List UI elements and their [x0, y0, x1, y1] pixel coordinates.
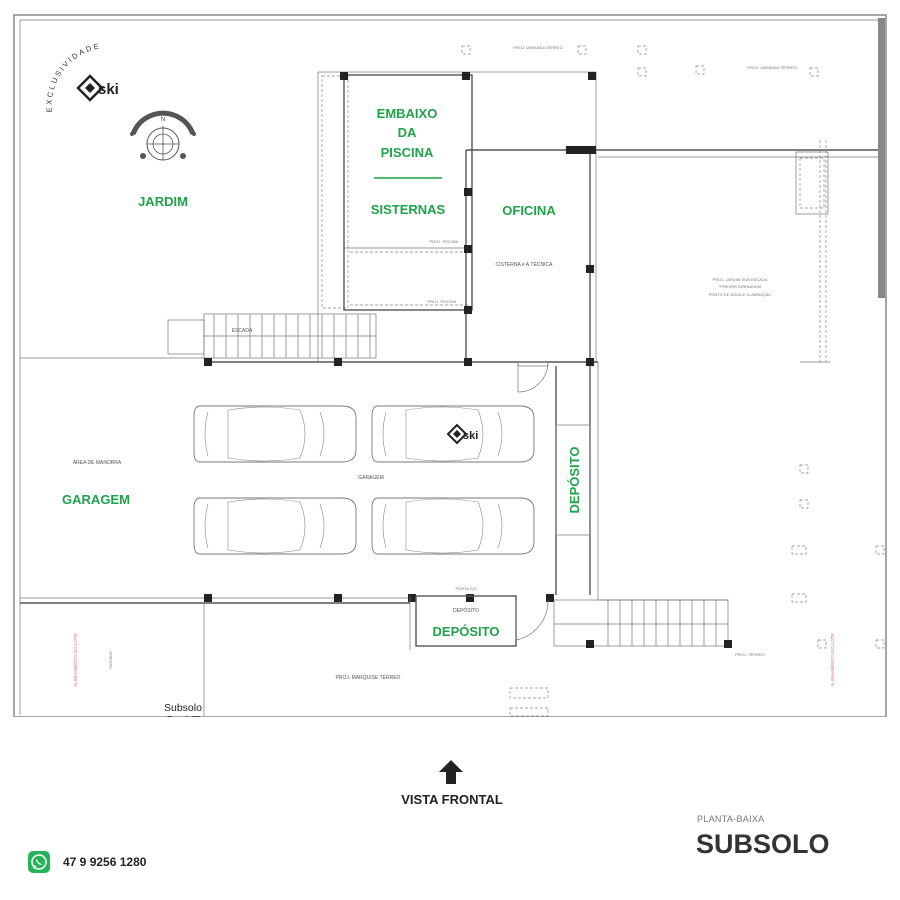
label-deposito-bottom: DEPÓSITO	[433, 624, 500, 639]
phone-number[interactable]: 47 9 9256 1280	[63, 855, 147, 869]
svg-text:ALINHAMENTO DO LOTE: ALINHAMENTO DO LOTE	[73, 633, 78, 686]
svg-text:PROJ. VARANDA TÉRREO: PROJ. VARANDA TÉRREO	[747, 65, 796, 70]
svg-text:PORTA 210: PORTA 210	[456, 586, 478, 591]
ski-logo-icon: ski	[446, 423, 478, 445]
label-deposito-vertical: DEPÓSITO	[567, 447, 582, 514]
upper-stairs: ESCADA	[167, 313, 377, 359]
svg-text:ALINHAMENTO DO LOTE: ALINHAMENTO DO LOTE	[830, 633, 835, 686]
deposito-vertical-room	[555, 362, 599, 600]
projection-marks	[461, 45, 885, 717]
garagem-small-note: GARAGEM	[358, 475, 384, 481]
scale-title: Subsolo	[164, 702, 202, 714]
cisterna-note: CISTERNA e A.TÉCNICA	[496, 261, 554, 268]
label-da: DA	[398, 125, 417, 140]
subsolo-title: SUBSOLO	[696, 829, 830, 859]
escada-note: ESCADA	[232, 328, 253, 334]
svg-text:PROJ. PISCINA: PROJ. PISCINA	[430, 239, 459, 244]
proj-marquise-note: PROJ. MARQUISE TÉRREO	[336, 674, 401, 681]
lower-stairs: PROJ. TÉRREO	[553, 599, 765, 657]
car	[193, 405, 357, 463]
parked-cars	[193, 405, 535, 555]
planta-baixa-label: PLANTA-BAIXA	[697, 814, 765, 824]
area-manobra-note: ÁREA DE MANOBRA	[73, 459, 122, 466]
jardim-note-2: *PREVER DRENAGEM	[719, 284, 761, 289]
right-structure: PROJ. JARDIM SOB ESCADA *PREVER DRENAGEM…	[709, 140, 830, 363]
logo-text: ski	[98, 81, 119, 98]
jardim-note-1: PROJ. JARDIM SOB ESCADA	[713, 277, 768, 282]
svg-text:N: N	[161, 117, 165, 123]
svg-text:PROJ. PISCINA: PROJ. PISCINA	[428, 299, 457, 304]
compass-icon: N	[130, 110, 196, 161]
ski-logo-icon: ski	[76, 74, 119, 102]
arrow-up-icon	[439, 760, 463, 784]
deposito-small-note: DEPÓSITO	[453, 607, 479, 614]
svg-text:PASSEIO: PASSEIO	[108, 651, 113, 668]
right-border-band	[878, 18, 885, 298]
whatsapp-icon[interactable]	[28, 851, 50, 873]
label-jardim: JARDIM	[138, 194, 188, 209]
car	[371, 497, 535, 555]
proj-terreo-note: PROJ. TÉRREO	[735, 652, 765, 657]
logo-text-center: ski	[463, 430, 478, 442]
car	[193, 497, 357, 555]
label-piscina: PISCINA	[381, 145, 434, 160]
label-garagem: GARAGEM	[62, 492, 130, 507]
pool-block: PROJ. PISCINA PROJ. PISCINA	[317, 71, 878, 363]
label-sisternas: SISTERNAS	[371, 202, 446, 217]
deposito-bottom-room: PORTA 210 DEPÓSITO	[409, 586, 549, 650]
svg-text:PROJ. VARANDA TÉRREO: PROJ. VARANDA TÉRREO	[513, 45, 562, 50]
jardim-note-3: PONTO DE ÁGUA E ILUMINAÇÃO	[709, 292, 772, 297]
label-oficina: OFICINA	[502, 203, 556, 218]
vista-frontal-label: VISTA FRONTAL	[401, 792, 503, 807]
label-embaixo: EMBAIXO	[377, 106, 438, 121]
